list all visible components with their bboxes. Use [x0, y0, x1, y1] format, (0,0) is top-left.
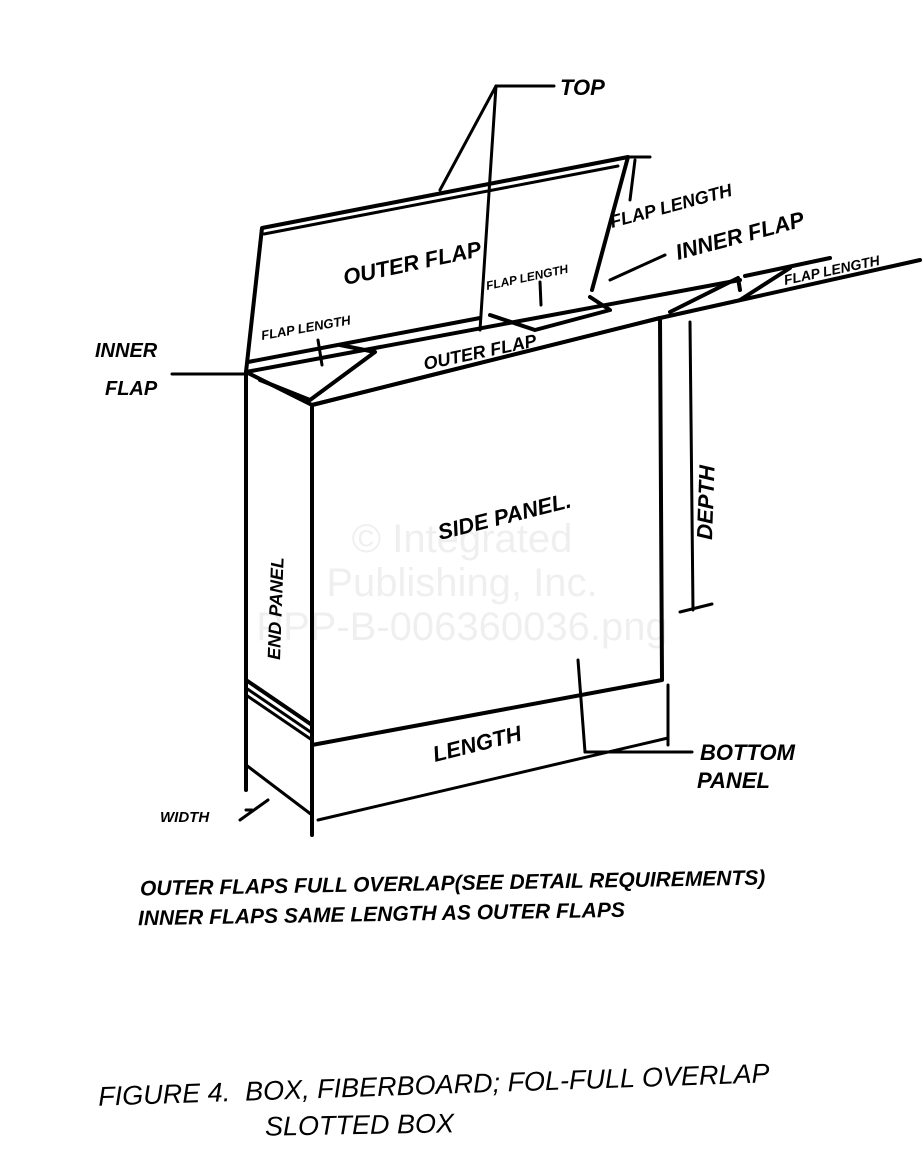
- label-flap-length-right: FLAP LENGTH: [782, 252, 882, 288]
- watermark: © Integrated Publishing, Inc. PPP-B-0063…: [256, 517, 667, 649]
- dimension-lines: [170, 84, 714, 822]
- label-inner-flap-left-2: FLAP: [105, 378, 158, 400]
- end-panel: [244, 370, 314, 837]
- label-flap-length-left: FLAP LENGTH: [260, 312, 352, 343]
- svg-text:Publishing, Inc.: Publishing, Inc.: [326, 561, 597, 605]
- svg-text:PPP-B-006360036.png: PPP-B-006360036.png: [256, 605, 667, 649]
- label-inner-flap-left: INNER: [95, 340, 158, 362]
- label-outer-flap-top: OUTER FLAP: [341, 236, 484, 290]
- label-inner-flap-right: INNER FLAP: [673, 206, 807, 264]
- label-width: WIDTH: [160, 809, 210, 826]
- label-top: TOP: [560, 75, 605, 100]
- label-end-panel: END PANEL: [264, 557, 288, 660]
- label-bottom-panel: BOTTOM: [700, 740, 796, 765]
- svg-text:© Integrated: © Integrated: [352, 517, 573, 561]
- label-length: LENGTH: [430, 720, 525, 766]
- figure-caption-line2: SLOTTED BOX: [264, 1108, 455, 1142]
- label-flap-length-top: FLAP LENGTH: [608, 180, 735, 232]
- top-outer-flap: [244, 155, 630, 374]
- label-depth: DEPTH: [692, 464, 720, 541]
- label-flap-length-inner: FLAP LENGTH: [485, 262, 570, 293]
- label-bottom-panel-2: PANEL: [697, 768, 770, 793]
